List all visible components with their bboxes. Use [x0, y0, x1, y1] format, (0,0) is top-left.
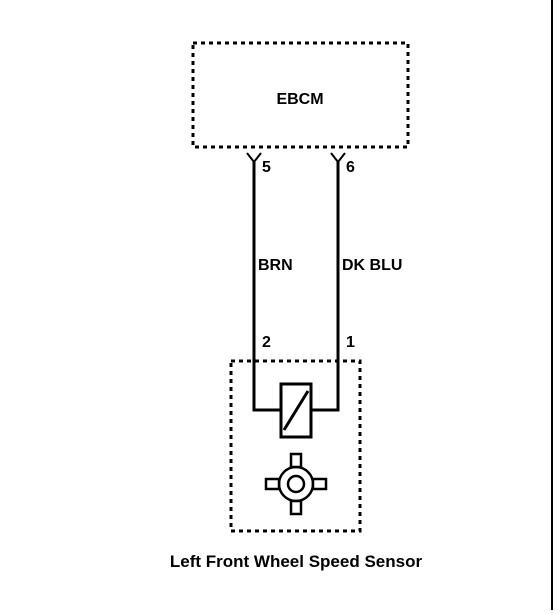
ebcm-label: EBCM: [276, 91, 323, 108]
ebcm-pin-6-label: 6: [346, 159, 355, 176]
page-border-right: [551, 0, 553, 610]
sensor-pin-1-label: 1: [346, 334, 355, 351]
sensor-component-box: [229, 359, 362, 533]
reluctor-wheel-icon: [264, 452, 328, 516]
sensor-pin-2-label: 2: [262, 334, 271, 351]
sensor-caption: Left Front Wheel Speed Sensor: [170, 552, 423, 571]
wire-brn: [252, 162, 281, 412]
connector-pin-5-icon: [246, 152, 262, 164]
ebcm-module-box: [191, 41, 410, 149]
wire-brn-label: BRN: [258, 257, 293, 274]
ebcm-pin-5-label: 5: [262, 159, 271, 176]
coil-icon: [279, 382, 313, 439]
connector-pin-6-icon: [330, 152, 346, 164]
wire-dk-blu-label: DK BLU: [342, 257, 402, 274]
wire-dk-blu: [311, 162, 340, 412]
